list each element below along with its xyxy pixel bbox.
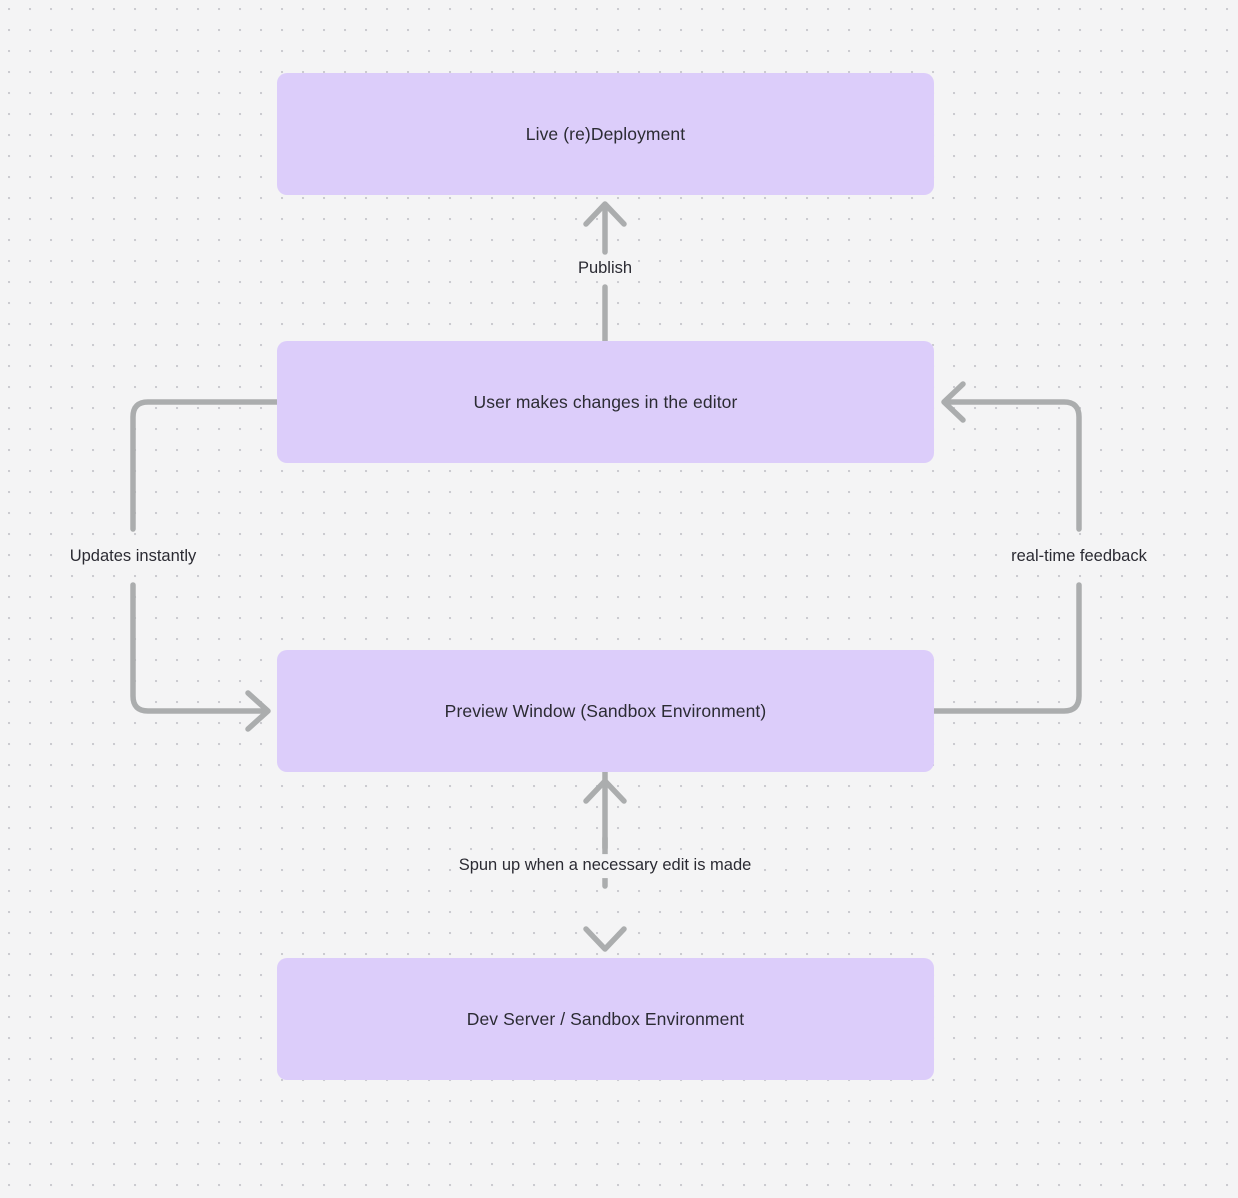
node-label: Preview Window (Sandbox Environment): [444, 700, 767, 721]
node-label: Live (re)Deployment: [525, 123, 686, 144]
node-user-edits[interactable]: User makes changes in the editor: [277, 341, 934, 463]
edge-label-spun-up: Spun up when a necessary edit is made: [453, 854, 757, 878]
node-live-deployment[interactable]: Live (re)Deployment: [277, 73, 934, 195]
edge-updates-instantly: [130, 399, 280, 732]
edge-publish: [583, 201, 627, 344]
node-label: Dev Server / Sandbox Environment: [466, 1008, 745, 1029]
edge-real-time-feedback: [931, 381, 1082, 714]
node-dev-server[interactable]: Dev Server / Sandbox Environment: [277, 958, 934, 1080]
edge-label-updates-instantly: Updates instantly: [64, 545, 202, 569]
edge-label-real-time-feedback: real-time feedback: [1006, 545, 1152, 569]
edge-label-publish: Publish: [572, 257, 638, 281]
node-preview-window[interactable]: Preview Window (Sandbox Environment): [277, 650, 934, 772]
node-label: User makes changes in the editor: [473, 391, 738, 412]
